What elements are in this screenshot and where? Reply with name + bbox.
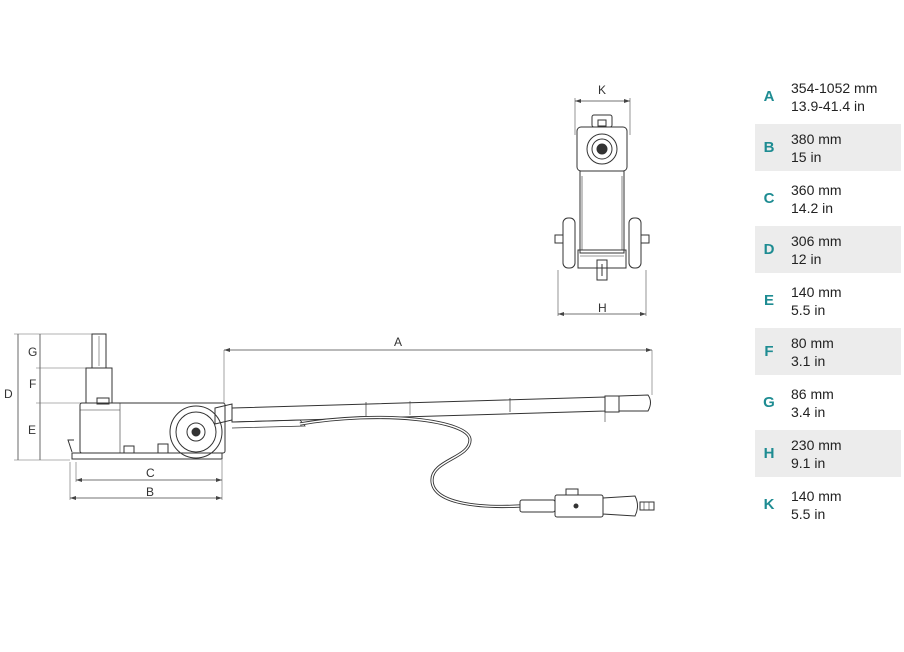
spec-letter: F — [764, 343, 774, 360]
spec-imperial: 12 in — [791, 250, 822, 267]
dim-label-f: F — [29, 377, 36, 391]
spec-metric: 140 mm — [791, 283, 842, 300]
spec-metric: 230 mm — [791, 436, 842, 453]
dim-label-k: K — [598, 83, 606, 97]
spec-metric: 354-1052 mm — [791, 79, 878, 96]
front-view: K H — [554, 83, 650, 316]
dim-label-h: H — [598, 301, 607, 315]
spec-metric: 380 mm — [791, 130, 842, 147]
spec-imperial: 13.9-41.4 in — [791, 97, 865, 114]
dim-label-b: B — [146, 485, 154, 499]
spec-metric: 140 mm — [791, 487, 842, 504]
spec-letter: B — [763, 139, 775, 156]
side-view: D G F E — [4, 333, 655, 518]
dim-label-c: C — [146, 466, 155, 480]
spec-imperial: 5.5 in — [791, 301, 826, 318]
spec-metric: 80 mm — [791, 334, 834, 351]
spec-imperial: 14.2 in — [791, 199, 834, 216]
dim-label-a: A — [394, 335, 402, 349]
spec-metric: 360 mm — [791, 181, 842, 198]
dim-label-g: G — [28, 345, 37, 359]
spec-letter: A — [763, 88, 775, 105]
spec-imperial: 3.1 in — [791, 352, 826, 369]
spec-letter: K — [763, 496, 775, 513]
spec-metric: 86 mm — [791, 385, 834, 402]
spec-letter: H — [763, 445, 775, 462]
spec-letter: C — [763, 190, 775, 207]
dim-label-e: E — [28, 423, 36, 437]
spec-metric: 306 mm — [791, 232, 842, 249]
spec-letter: E — [763, 292, 774, 309]
spec-letter: D — [763, 241, 775, 258]
spec-imperial: 5.5 in — [791, 505, 826, 522]
spec-imperial: 15 in — [791, 148, 822, 165]
spec-imperial: 3.4 in — [791, 403, 826, 420]
jack-dimension-diagram: K H — [4, 83, 655, 518]
dim-label-d: D — [4, 387, 13, 401]
spec-imperial: 9.1 in — [791, 454, 826, 471]
spec-letter: G — [763, 394, 775, 411]
